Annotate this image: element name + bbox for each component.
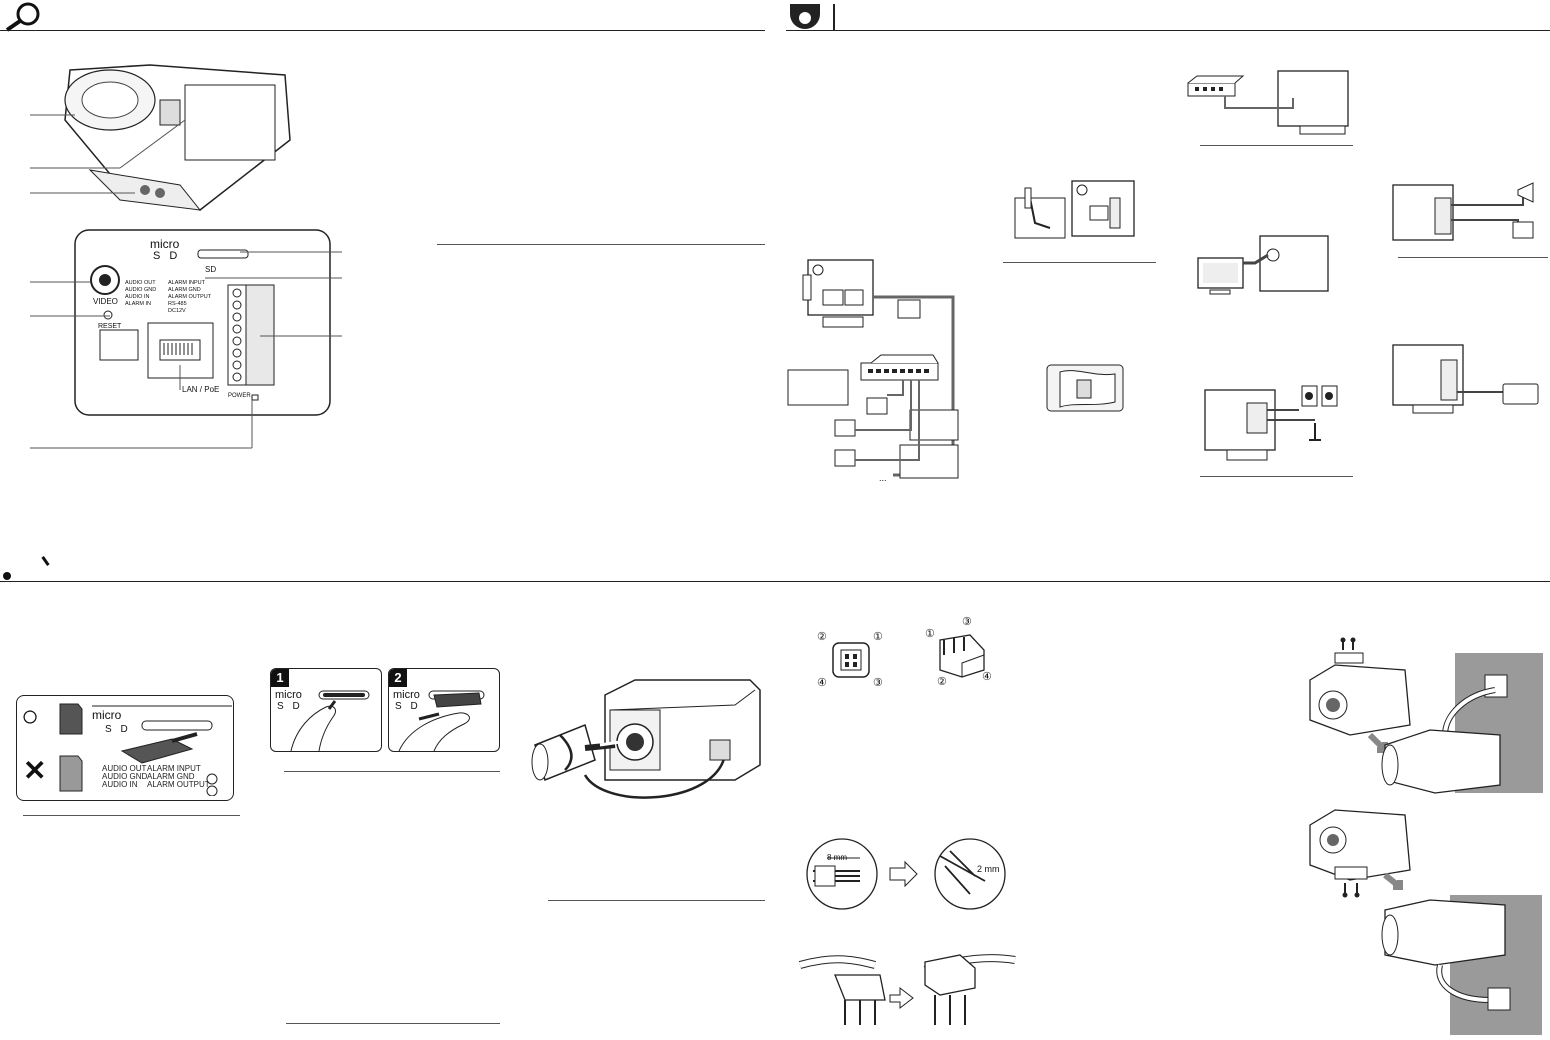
terminal-right-labels: ALARM INPUT ALARM GND ALARM OUTPUT RS-48… — [168, 280, 211, 315]
lens-mount-figure — [525, 670, 770, 815]
sd-card-icon: AUDIO OUT AUDIO GND AUDIO IN ALARM INPUT… — [59, 703, 232, 796]
camera-leader-lines — [30, 114, 186, 194]
divider-audio — [1200, 476, 1353, 477]
header-left-icon — [4, 2, 44, 32]
divider-alarm — [1398, 257, 1548, 258]
magnifier-icon — [5, 2, 40, 32]
terminal-label: AUDIO OUT — [125, 280, 156, 286]
svg-text:ALARM OUTPUT: ALARM OUTPUT — [147, 780, 210, 789]
terminal-label: ALARM OUTPUT — [168, 294, 212, 300]
sd-label: S D — [153, 250, 181, 262]
rear-panel-figure: micro S D SD VIDEO RESET LAN / PoE POWER… — [30, 225, 350, 455]
section-bullet — [3, 572, 11, 580]
pin2-side: ② — [937, 676, 947, 688]
wall-mount-top-figure — [1305, 635, 1545, 795]
sd-label-ok: S D — [105, 724, 131, 735]
cable-connect-figure — [1010, 178, 1145, 248]
pin3-front: ③ — [873, 677, 883, 689]
step1-badge: 1 — [271, 669, 289, 687]
divider-lens — [548, 900, 765, 901]
svg-text:ALARM GND: ALARM GND — [147, 772, 195, 781]
terminal-label: ALARM GND — [168, 287, 201, 293]
dome-camera-icon — [790, 4, 835, 30]
terminal-label: ALARM IN — [125, 301, 151, 307]
step2-badge: 2 — [389, 669, 407, 687]
terminal-label: ALARM INPUT — [168, 280, 205, 286]
step2-number: 2 — [394, 670, 402, 685]
divider-sd-ok — [23, 815, 240, 816]
terminal-label: AUDIO IN — [125, 294, 150, 300]
wall-mount-bottom-figure — [1305, 805, 1545, 1035]
divider-sd-steps — [284, 771, 500, 772]
rear-leader-lines — [30, 251, 342, 449]
video-label: VIDEO — [93, 297, 118, 306]
sd-step1-figure: 1 micro S D — [270, 668, 382, 752]
wire-strip-figure: 8 mm 2 mm — [805, 836, 1010, 916]
power-label: POWER — [228, 393, 251, 399]
micro-label-step2: micro — [393, 689, 420, 701]
sd-card-orientation-figure: ○ ✕ AUDIO OUT AUDIO GND AUDIO IN ALARM I… — [16, 695, 234, 801]
svg-text:AUDIO OUT: AUDIO OUT — [102, 764, 147, 773]
connector-front-figure: ② ① ④ ③ — [815, 628, 890, 693]
alarm-camera-figure — [1383, 180, 1543, 248]
hand-remove-icon — [398, 690, 485, 751]
connector-wiring-figure — [795, 940, 1020, 1030]
sd-step2-figure: 2 micro S D — [388, 668, 500, 752]
micro-label-step1: micro — [275, 689, 302, 701]
divider-switch — [1200, 145, 1353, 146]
svg-text:AUDIO GND: AUDIO GND — [102, 772, 148, 781]
plug-insert-figure — [1045, 362, 1125, 414]
pin1-side: ① — [925, 628, 935, 640]
pin2-front: ② — [817, 631, 827, 643]
header-rule-left — [0, 30, 765, 31]
ng-symbol: ✕ — [23, 755, 47, 786]
header-right-icon — [786, 0, 836, 32]
hand-insert-icon — [290, 690, 370, 751]
terminal-label: RS-485 — [168, 301, 187, 307]
header-rule-bottom — [0, 581, 1550, 582]
pin1-front: ① — [873, 631, 883, 643]
header-rule-right — [786, 30, 1550, 31]
terminal-label: DC12V — [168, 308, 186, 314]
terminal-left-labels: AUDIO OUT AUDIO GND AUDIO IN ALARM IN — [125, 280, 156, 308]
camera-perspective-figure — [30, 60, 300, 220]
reset-label: RESET — [98, 323, 122, 330]
step1-number: 1 — [276, 670, 284, 685]
connector-side-figure: ① ③ ② ④ — [922, 615, 1002, 690]
strip-small-label: 2 mm — [977, 864, 1000, 874]
pin3-side: ③ — [962, 616, 972, 628]
svg-text:ALARM INPUT: ALARM INPUT — [147, 764, 201, 773]
audio-camera-figure — [1197, 378, 1342, 463]
rs485-camera-figure — [1383, 342, 1543, 417]
sd-label-step1: S D — [277, 701, 303, 712]
svg-text:AUDIO IN: AUDIO IN — [102, 780, 138, 789]
network-ellipsis: ... — [879, 473, 887, 483]
terminal-label: AUDIO GND — [125, 287, 157, 293]
ok-symbol: ○ — [21, 700, 40, 733]
switch-camera-figure — [1185, 68, 1355, 138]
sd-led-label: SD — [205, 265, 217, 274]
divider-sd-bottom — [286, 1023, 500, 1024]
pin4-side: ④ — [982, 671, 992, 683]
pin4-front: ④ — [817, 677, 827, 689]
sd-label-step2: S D — [395, 701, 421, 712]
monitor-camera-figure — [1195, 233, 1335, 298]
divider-cable — [1003, 262, 1156, 263]
divider-top-mid — [437, 244, 765, 245]
strip-length-label: 8 mm — [827, 853, 847, 862]
network-diagram: ... — [783, 255, 963, 485]
section-tick — [41, 556, 50, 566]
micro-label-ok: micro — [92, 708, 122, 722]
micro-label: micro — [150, 237, 180, 251]
lan-label: LAN / PoE — [182, 385, 220, 394]
